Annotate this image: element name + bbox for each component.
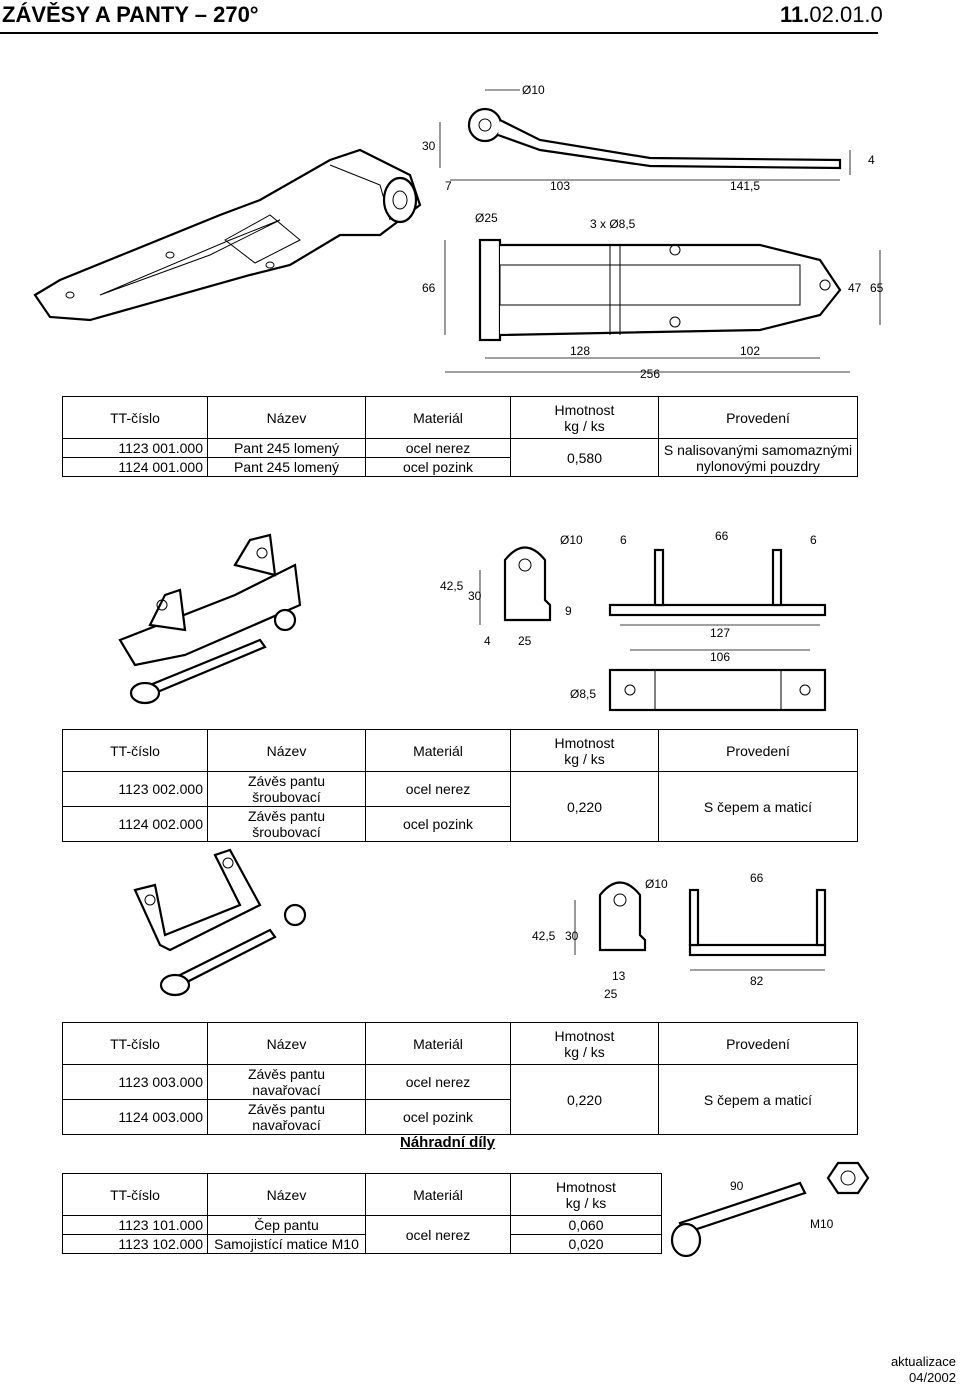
svg-text:Ø25: Ø25 bbox=[475, 211, 498, 225]
hinge-weld-technical-drawing: Ø10 66 42,5 30 13 25 82 bbox=[532, 871, 827, 1001]
svg-text:66: 66 bbox=[422, 281, 436, 295]
svg-text:128: 128 bbox=[570, 344, 590, 358]
svg-text:Ø8,5: Ø8,5 bbox=[570, 687, 596, 701]
svg-text:25: 25 bbox=[518, 634, 532, 648]
svg-text:66: 66 bbox=[750, 871, 764, 885]
table-row: 1124 002.000 Závěs pantu šroubovací ocel… bbox=[62, 806, 858, 842]
catalog-code: 11.02.01.0 bbox=[780, 2, 883, 27]
svg-text:6: 6 bbox=[810, 533, 817, 547]
update-note: aktualizace 04/2002 bbox=[890, 1354, 956, 1385]
hinge-weld-isometric-drawing bbox=[133, 848, 307, 997]
svg-text:13: 13 bbox=[612, 969, 626, 983]
svg-text:30: 30 bbox=[422, 139, 436, 153]
svg-text:Ø10: Ø10 bbox=[522, 83, 545, 97]
hinge-screw-technical-drawing: Ø10 42,5 30 9 4 25 6 66 6 127 106 Ø8,5 bbox=[440, 529, 827, 712]
svg-text:Ø10: Ø10 bbox=[560, 533, 583, 547]
svg-text:M10: M10 bbox=[810, 1217, 834, 1231]
svg-text:7: 7 bbox=[445, 179, 452, 193]
svg-text:9: 9 bbox=[565, 604, 572, 618]
svg-text:6: 6 bbox=[620, 533, 627, 547]
svg-text:82: 82 bbox=[750, 974, 764, 988]
svg-text:106: 106 bbox=[710, 650, 730, 664]
svg-text:141,5: 141,5 bbox=[730, 179, 760, 193]
svg-text:47: 47 bbox=[848, 281, 862, 295]
svg-text:25: 25 bbox=[604, 987, 618, 1001]
svg-text:127: 127 bbox=[710, 626, 730, 640]
svg-text:4: 4 bbox=[484, 634, 491, 648]
table-row: 1123 003.000 Závěs pantu navařovací ocel… bbox=[62, 1064, 858, 1135]
svg-text:30: 30 bbox=[565, 929, 579, 943]
svg-text:66: 66 bbox=[715, 529, 729, 543]
svg-text:4: 4 bbox=[868, 153, 875, 167]
title-rule bbox=[0, 32, 878, 34]
table-row: 1124 001.000 Pant 245 lomený ocel pozink bbox=[62, 457, 858, 477]
table-row: 1123 101.000 Čep pantu ocel nerez 0,060 bbox=[62, 1215, 662, 1254]
pin-and-nut-drawing: 90 M10 bbox=[670, 1161, 870, 1258]
svg-text:Ø10: Ø10 bbox=[645, 877, 668, 891]
svg-text:3 x Ø8,5: 3 x Ø8,5 bbox=[590, 217, 636, 231]
table-row: 1123 102.000 Samojistící matice M10 0,02… bbox=[62, 1234, 662, 1254]
svg-text:65: 65 bbox=[870, 281, 884, 295]
svg-text:42,5: 42,5 bbox=[440, 579, 464, 593]
table-row: 1123 002.000 Závěs pantu šroubovací ocel… bbox=[62, 771, 858, 842]
table-row: 1123 001.000 Pant 245 lomený ocel nerez … bbox=[62, 438, 858, 477]
hinge-245-isometric-drawing bbox=[33, 148, 422, 322]
table-row: 1124 003.000 Závěs pantu navařovací ocel… bbox=[62, 1099, 858, 1135]
svg-text:256: 256 bbox=[640, 367, 660, 381]
page-title: ZÁVĚSY A PANTY – 270° bbox=[2, 2, 259, 27]
spare-parts-title: Náhradní díly bbox=[400, 1134, 496, 1151]
svg-text:30: 30 bbox=[468, 589, 482, 603]
svg-text:42,5: 42,5 bbox=[532, 929, 556, 943]
svg-text:90: 90 bbox=[730, 1179, 744, 1193]
hinge-screw-isometric-drawing bbox=[118, 533, 302, 705]
svg-text:102: 102 bbox=[740, 344, 760, 358]
hinge-245-technical-drawing: Ø10 30 4 7 103 141,5 Ø25 3 x Ø8,5 66 47 … bbox=[422, 83, 884, 381]
svg-text:103: 103 bbox=[550, 179, 570, 193]
